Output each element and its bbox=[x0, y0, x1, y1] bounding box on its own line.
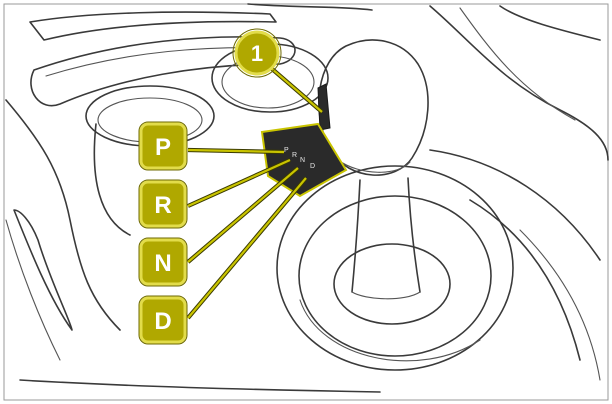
callout-n: N bbox=[139, 238, 187, 286]
gate-letter-r: R bbox=[292, 152, 297, 159]
callout-d-label: D bbox=[154, 308, 171, 335]
callout-r-label: R bbox=[154, 192, 171, 219]
callout-p-label: P bbox=[155, 134, 171, 161]
gate-letter-p: P bbox=[284, 147, 289, 154]
callout-r: R bbox=[139, 180, 187, 228]
callout-n-label: N bbox=[154, 250, 171, 277]
gate-letter-n: N bbox=[300, 157, 305, 164]
callout-1: 1 bbox=[233, 29, 281, 77]
callout-p: P bbox=[139, 122, 187, 170]
gate-letter-d: D bbox=[310, 163, 315, 170]
callout-1-label: 1 bbox=[251, 41, 263, 66]
callout-d: D bbox=[139, 296, 187, 344]
